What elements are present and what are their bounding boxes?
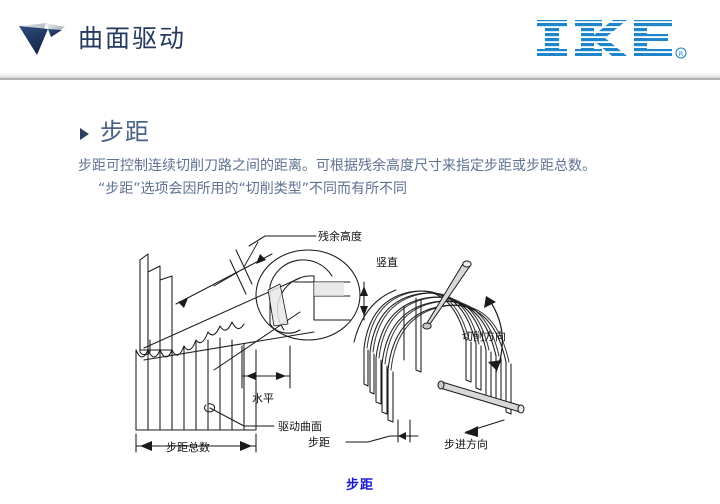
label-drive-surface: 驱动曲面	[278, 420, 322, 433]
slide-content: 步距 步距可控制连续切削刀路之间的距离。可根据残余高度尺寸来指定步距或步距总数。…	[0, 80, 720, 504]
label-cutting-direction: 切削方向	[462, 329, 506, 343]
header-divider	[0, 70, 720, 80]
page-title: 曲面驱动	[78, 24, 187, 53]
label-residual-height: 残余高度	[318, 229, 362, 243]
svg-text:R: R	[679, 50, 684, 58]
label-vertical: 竖直	[376, 255, 398, 269]
label-stepping-direction: 步进方向	[444, 437, 488, 451]
dome-toolpath-3d-diagram	[345, 260, 525, 443]
label-total-step-count: 步距总数	[166, 440, 210, 454]
body-paragraph: 步距可控制连续切削刀路之间的距离。可根据残余高度尺寸来指定步距或步距总数。 “步…	[78, 155, 678, 201]
stepover-illustration: 残余高度 竖直 水平 驱动曲面 步距总数 切削方向 步进方向 步距	[118, 220, 678, 470]
figure-svg: 残余高度 竖直 水平 驱动曲面 步距总数 切削方向 步进方向 步距	[135, 229, 525, 454]
paragraph-line-2: “步距”选项会因所用的“切削类型”不同而有所不同	[98, 181, 408, 197]
section-heading: 步距	[80, 118, 150, 146]
label-stepover: 步距	[308, 436, 330, 449]
section-heading-label: 步距	[100, 118, 150, 146]
triangle-bullet-icon	[80, 127, 89, 140]
label-horizontal: 水平	[252, 392, 274, 405]
arrow-mark-icon	[18, 20, 66, 58]
paragraph-line-1: 步距可控制连续切削刀路之间的距离。可根据残余高度尺寸来指定步距或步距总数。	[78, 158, 596, 174]
slide-header: 曲面驱动	[0, 0, 720, 80]
ike-brand-logo: R	[535, 18, 695, 62]
scallop-height-section-diagram	[135, 235, 368, 453]
figure-caption: 步距	[345, 478, 374, 493]
